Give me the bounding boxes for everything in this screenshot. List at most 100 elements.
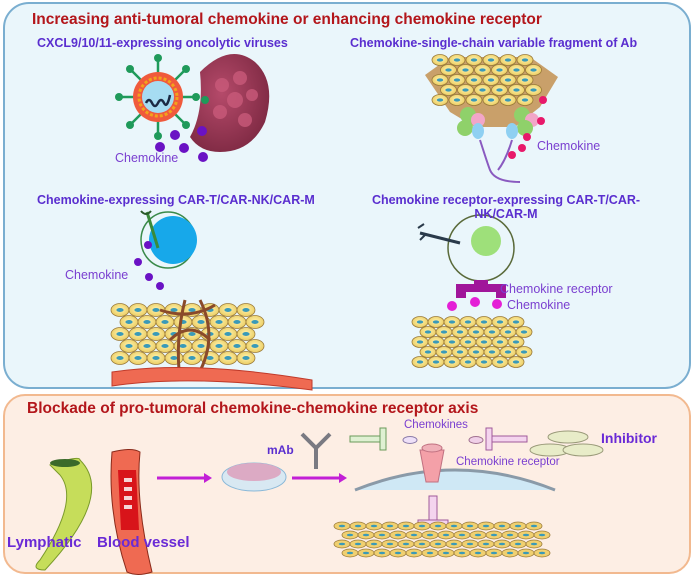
cell-nucleus (424, 330, 432, 334)
chemokine-icon (402, 436, 418, 444)
cell-nucleus (416, 340, 424, 344)
cell-nucleus (504, 98, 512, 102)
cell-nucleus (504, 330, 512, 334)
cell-nucleus (378, 533, 386, 537)
cell-nucleus (424, 350, 432, 354)
cell-nucleus (513, 88, 520, 92)
cell-nucleus (125, 344, 133, 348)
inhibitor-bar-vertical (417, 495, 449, 527)
cell-nucleus (466, 542, 474, 546)
cell-nucleus (453, 98, 461, 102)
inhibitor-bar-green (349, 427, 387, 451)
cell-nucleus (224, 356, 232, 360)
cell-nucleus (251, 344, 259, 348)
cell-nucleus (456, 350, 464, 354)
cell-nucleus (512, 340, 520, 344)
cell-nucleus (426, 533, 434, 537)
cell-nucleus (134, 356, 142, 360)
cell-nucleus (251, 320, 259, 324)
mab-label: mAb (267, 443, 294, 457)
cell-nucleus (197, 320, 205, 324)
chemokine-scfv-illustration (425, 54, 558, 183)
cell-nucleus (458, 551, 466, 555)
cell-nucleus (436, 98, 444, 102)
monoclonal-antibody-icon (300, 432, 332, 469)
chemokine-receptor-car-cell-illustration (411, 214, 533, 368)
cell-nucleus (448, 320, 456, 324)
cell-nucleus (432, 340, 440, 344)
cell-nucleus (206, 356, 214, 360)
cell-nucleus (498, 524, 506, 528)
cell-nucleus (514, 542, 522, 546)
chemokine-label: Chemokine (65, 268, 129, 282)
cell-nucleus (134, 332, 142, 336)
cell-nucleus (116, 332, 124, 336)
cell-nucleus (445, 88, 452, 92)
cell-nucleus (474, 551, 482, 555)
cell-nucleus (464, 320, 472, 324)
cell-nucleus (378, 551, 386, 555)
cell-nucleus (462, 88, 469, 92)
cell-nucleus (170, 356, 178, 360)
chemokine-icon (468, 436, 484, 444)
cell-nucleus (370, 542, 378, 546)
cell-nucleus (450, 542, 458, 546)
cell-nucleus (522, 533, 530, 537)
cell-nucleus (161, 344, 169, 348)
quadrant-3-title: Chemokine-expressing CAR-T/CAR-NK/CAR-M (37, 193, 315, 207)
cell-nucleus (402, 542, 410, 546)
cell-nucleus (416, 320, 424, 324)
cell-nucleus (530, 524, 538, 528)
cell-nucleus (440, 350, 448, 354)
cell-nucleus (520, 350, 528, 354)
cell-nucleus (338, 542, 346, 546)
cell-nucleus (436, 58, 444, 62)
cell-nucleus (466, 524, 474, 528)
tumor-tissue-illustration (333, 521, 551, 558)
chemokine-car-cell-illustration (110, 210, 313, 391)
cell-nucleus (152, 308, 160, 312)
cell-nucleus (474, 533, 482, 537)
cell-nucleus (370, 524, 378, 528)
cell-nucleus (506, 533, 514, 537)
bottom-panel-title: Blockade of pro-tumoral chemokine-chemok… (27, 400, 479, 417)
blood-vessel-illustration (110, 449, 153, 575)
cell-nucleus (521, 58, 529, 62)
chemokines-label: Chemokines (404, 419, 468, 431)
cell-nucleus (432, 320, 440, 324)
cell-nucleus (418, 524, 426, 528)
cell-nucleus (490, 533, 498, 537)
small-molecule-inhibitors (529, 430, 604, 457)
cell-nucleus (472, 350, 480, 354)
chemokine-receptor-label: Chemokine receptor (500, 282, 613, 296)
cell-nucleus (470, 58, 478, 62)
cell-nucleus (445, 68, 452, 72)
cell-nucleus (442, 533, 450, 537)
cell-nucleus (496, 340, 504, 344)
cell-nucleus (513, 68, 520, 72)
cell-nucleus (450, 524, 458, 528)
cell-nucleus (188, 356, 196, 360)
quadrant-1-title: CXCL9/10/11-expressing oncolytic viruses (37, 36, 288, 50)
cell-nucleus (470, 98, 478, 102)
cell-nucleus (520, 330, 528, 334)
cell-nucleus (440, 330, 448, 334)
cell-nucleus (170, 308, 178, 312)
cell-nucleus (215, 320, 223, 324)
cell-nucleus (410, 551, 418, 555)
quadrant-4-title: Chemokine receptor-expressing CAR-T/CAR-… (356, 193, 656, 221)
cell-nucleus (464, 340, 472, 344)
cell-nucleus (394, 551, 402, 555)
cell-nucleus (482, 542, 490, 546)
cell-nucleus (152, 332, 160, 336)
cell-nucleus (436, 78, 444, 82)
cell-nucleus (458, 533, 466, 537)
cell-nucleus (530, 68, 537, 72)
cell-nucleus (456, 330, 464, 334)
cell-nucleus (242, 332, 250, 336)
cell-nucleus (442, 551, 450, 555)
cell-nucleus (354, 524, 362, 528)
cell-nucleus (480, 340, 488, 344)
cell-nucleus (487, 78, 495, 82)
cell-nucleus (530, 542, 538, 546)
